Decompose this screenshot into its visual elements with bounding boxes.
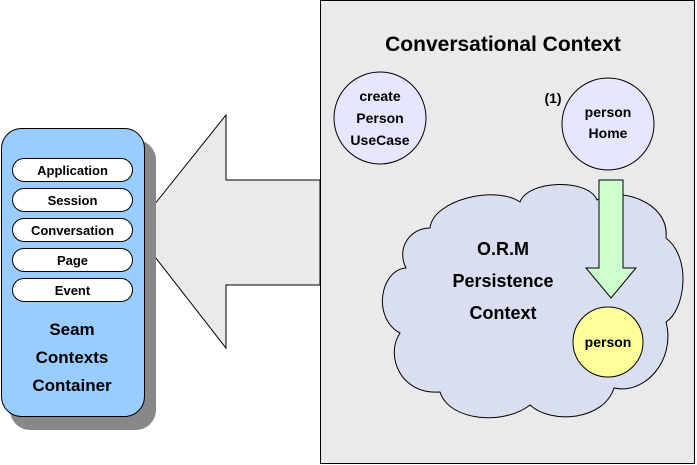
seam-container-label-line1: Seam [49, 320, 94, 339]
scope-label-application: Application [37, 163, 108, 178]
home-marker: (1) [544, 90, 561, 106]
entity-label: person [585, 334, 632, 350]
scope-label-conversation: Conversation [31, 223, 114, 238]
use-case-label-line3: UseCase [350, 132, 409, 148]
scope-pill-session [12, 188, 133, 212]
scope-label-page: Page [57, 253, 88, 268]
lookup-arrow [584, 179, 638, 299]
scope-label-event: Event [55, 283, 91, 298]
use-case-label-line2: Person [356, 110, 403, 126]
scope-pill-conversation [12, 218, 133, 242]
persistence-label-line1: O.R.M [477, 239, 529, 259]
persistence-label-line2: Persistence [452, 271, 553, 291]
seam-container-label-line3: Container [32, 376, 112, 395]
scope-label-session: Session [48, 193, 98, 208]
entity-node [572, 306, 644, 378]
scope-pill-application [12, 158, 133, 182]
persistence-label-line3: Context [470, 303, 537, 323]
scope-pill-event [12, 278, 133, 302]
conversational-context-title: Conversational Context [385, 33, 621, 56]
home-node [561, 77, 655, 171]
home-label-line1: person [585, 104, 632, 120]
use-case-node [333, 71, 427, 165]
context-mapping-arrow [133, 113, 321, 350]
use-case-label-line1: create [359, 88, 400, 104]
seam-container-label-line2: Contexts [36, 348, 109, 367]
scope-pill-page [12, 248, 133, 272]
home-label-line2: Home [589, 125, 628, 141]
